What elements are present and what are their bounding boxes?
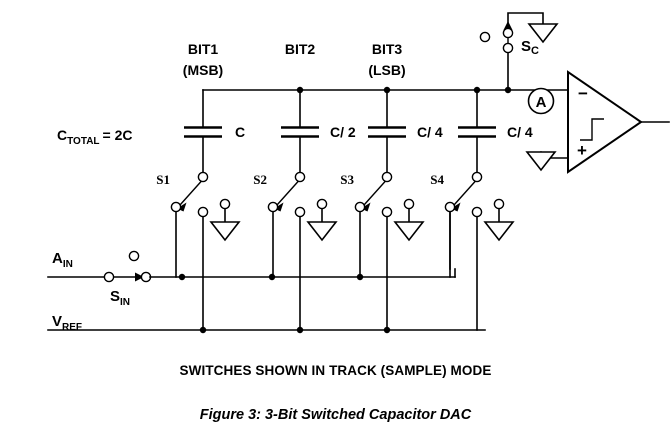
switch-s3-throw-vref[interactable] (381, 206, 393, 218)
vref-junction-s2 (296, 326, 304, 334)
switch-s1-pole[interactable] (197, 171, 209, 183)
bit3-significance-label: (LSB) (368, 62, 405, 78)
switch-s1-throw-ain[interactable] (170, 201, 182, 213)
switch-sc[interactable] (479, 12, 559, 91)
capacitor-branch-bit3 (368, 89, 406, 173)
vref-rail (47, 326, 486, 334)
bit1-significance-label: (MSB) (183, 62, 223, 78)
comparator-opamp: − + (525, 70, 670, 174)
cap-label-bit2: C/ 2 (330, 124, 356, 140)
switch-s3-pole[interactable] (381, 171, 393, 183)
switch-s1-throw-vref[interactable] (197, 206, 209, 218)
sin-switch-label: SIN (110, 288, 130, 308)
ground-symbol-sc (527, 23, 559, 44)
switch-label-s2: S2 (253, 172, 267, 187)
switch-s3-throw-ain[interactable] (354, 201, 366, 213)
capacitor-branch-terminator (458, 89, 496, 173)
opamp-plus-label: + (577, 141, 587, 160)
switch-sc-throw-open[interactable] (479, 31, 491, 43)
summing-node-bus (202, 86, 569, 94)
ain-junction-s1 (178, 273, 186, 281)
switch-s1[interactable] (170, 171, 241, 331)
switch-sin[interactable] (103, 250, 152, 283)
ain-rail-label: AIN (52, 250, 73, 270)
switch-s4[interactable] (444, 171, 515, 331)
switch-s3-throw-gnd[interactable] (403, 198, 415, 210)
switch-s4-throw-vref[interactable] (471, 206, 483, 218)
ground-symbol-s4 (483, 221, 515, 242)
cap-label-term: C/ 4 (507, 124, 533, 140)
node-marker-a: A (527, 87, 555, 115)
ground-symbol-s1 (209, 221, 241, 242)
ain-rail (47, 211, 456, 283)
switch-s2-throw-vref[interactable] (294, 206, 306, 218)
bit2-name-label: BIT2 (285, 41, 316, 57)
switch-s1-throw-gnd[interactable] (219, 198, 231, 210)
node-a-circle (527, 87, 555, 115)
opamp-triangle (567, 70, 643, 174)
switch-s2-throw-ain[interactable] (267, 201, 279, 213)
switch-s4-pole[interactable] (471, 171, 483, 183)
switch-s2[interactable] (267, 171, 338, 331)
ground-symbol-opamp-plus (525, 151, 557, 172)
switch-sc-pole-lower[interactable] (502, 42, 514, 54)
c-total-label: CTOTAL= 2C (57, 127, 133, 147)
mode-note: SWITCHES SHOWN IN TRACK (SAMPLE) MODE (179, 363, 492, 378)
switch-s3[interactable] (354, 171, 425, 331)
cap-label-bit1: C (235, 124, 245, 140)
bit1-name-label: BIT1 (188, 41, 219, 57)
switch-s4-throw-gnd[interactable] (493, 198, 505, 210)
switch-s4-throw-ain[interactable] (444, 201, 456, 213)
switch-label-s3: S3 (340, 172, 354, 187)
switch-sin-left-terminal[interactable] (103, 271, 115, 283)
switch-s2-throw-gnd[interactable] (316, 198, 328, 210)
ground-symbol-s3 (393, 221, 425, 242)
capacitor-branch-bit1 (184, 89, 222, 173)
node-a-label: A (536, 94, 547, 111)
bit3-name-label: BIT3 (372, 41, 403, 57)
ain-junction-s2 (268, 273, 276, 281)
capacitor-branch-bit2 (281, 89, 319, 173)
switch-s2-pole[interactable] (294, 171, 306, 183)
figure-caption: Figure 3: 3-Bit Switched Capacitor DAC (199, 407, 472, 423)
switch-label-s4: S4 (430, 172, 444, 187)
vref-junction-s3 (383, 326, 391, 334)
opamp-minus-label: − (578, 84, 588, 103)
vref-rail-label: VREF (52, 313, 82, 333)
switch-label-s1: S1 (156, 172, 170, 187)
switch-sin-throw-open[interactable] (128, 250, 140, 262)
switch-sin-blade-arrow (135, 272, 144, 282)
vref-junction-s1 (199, 326, 207, 334)
switch-label-sc: SC (521, 38, 539, 57)
ain-junction-s3 (356, 273, 364, 281)
ground-symbol-s2 (306, 221, 338, 242)
switch-sc-throw-gnd[interactable] (502, 27, 514, 39)
cap-label-bit3: C/ 4 (417, 124, 443, 140)
